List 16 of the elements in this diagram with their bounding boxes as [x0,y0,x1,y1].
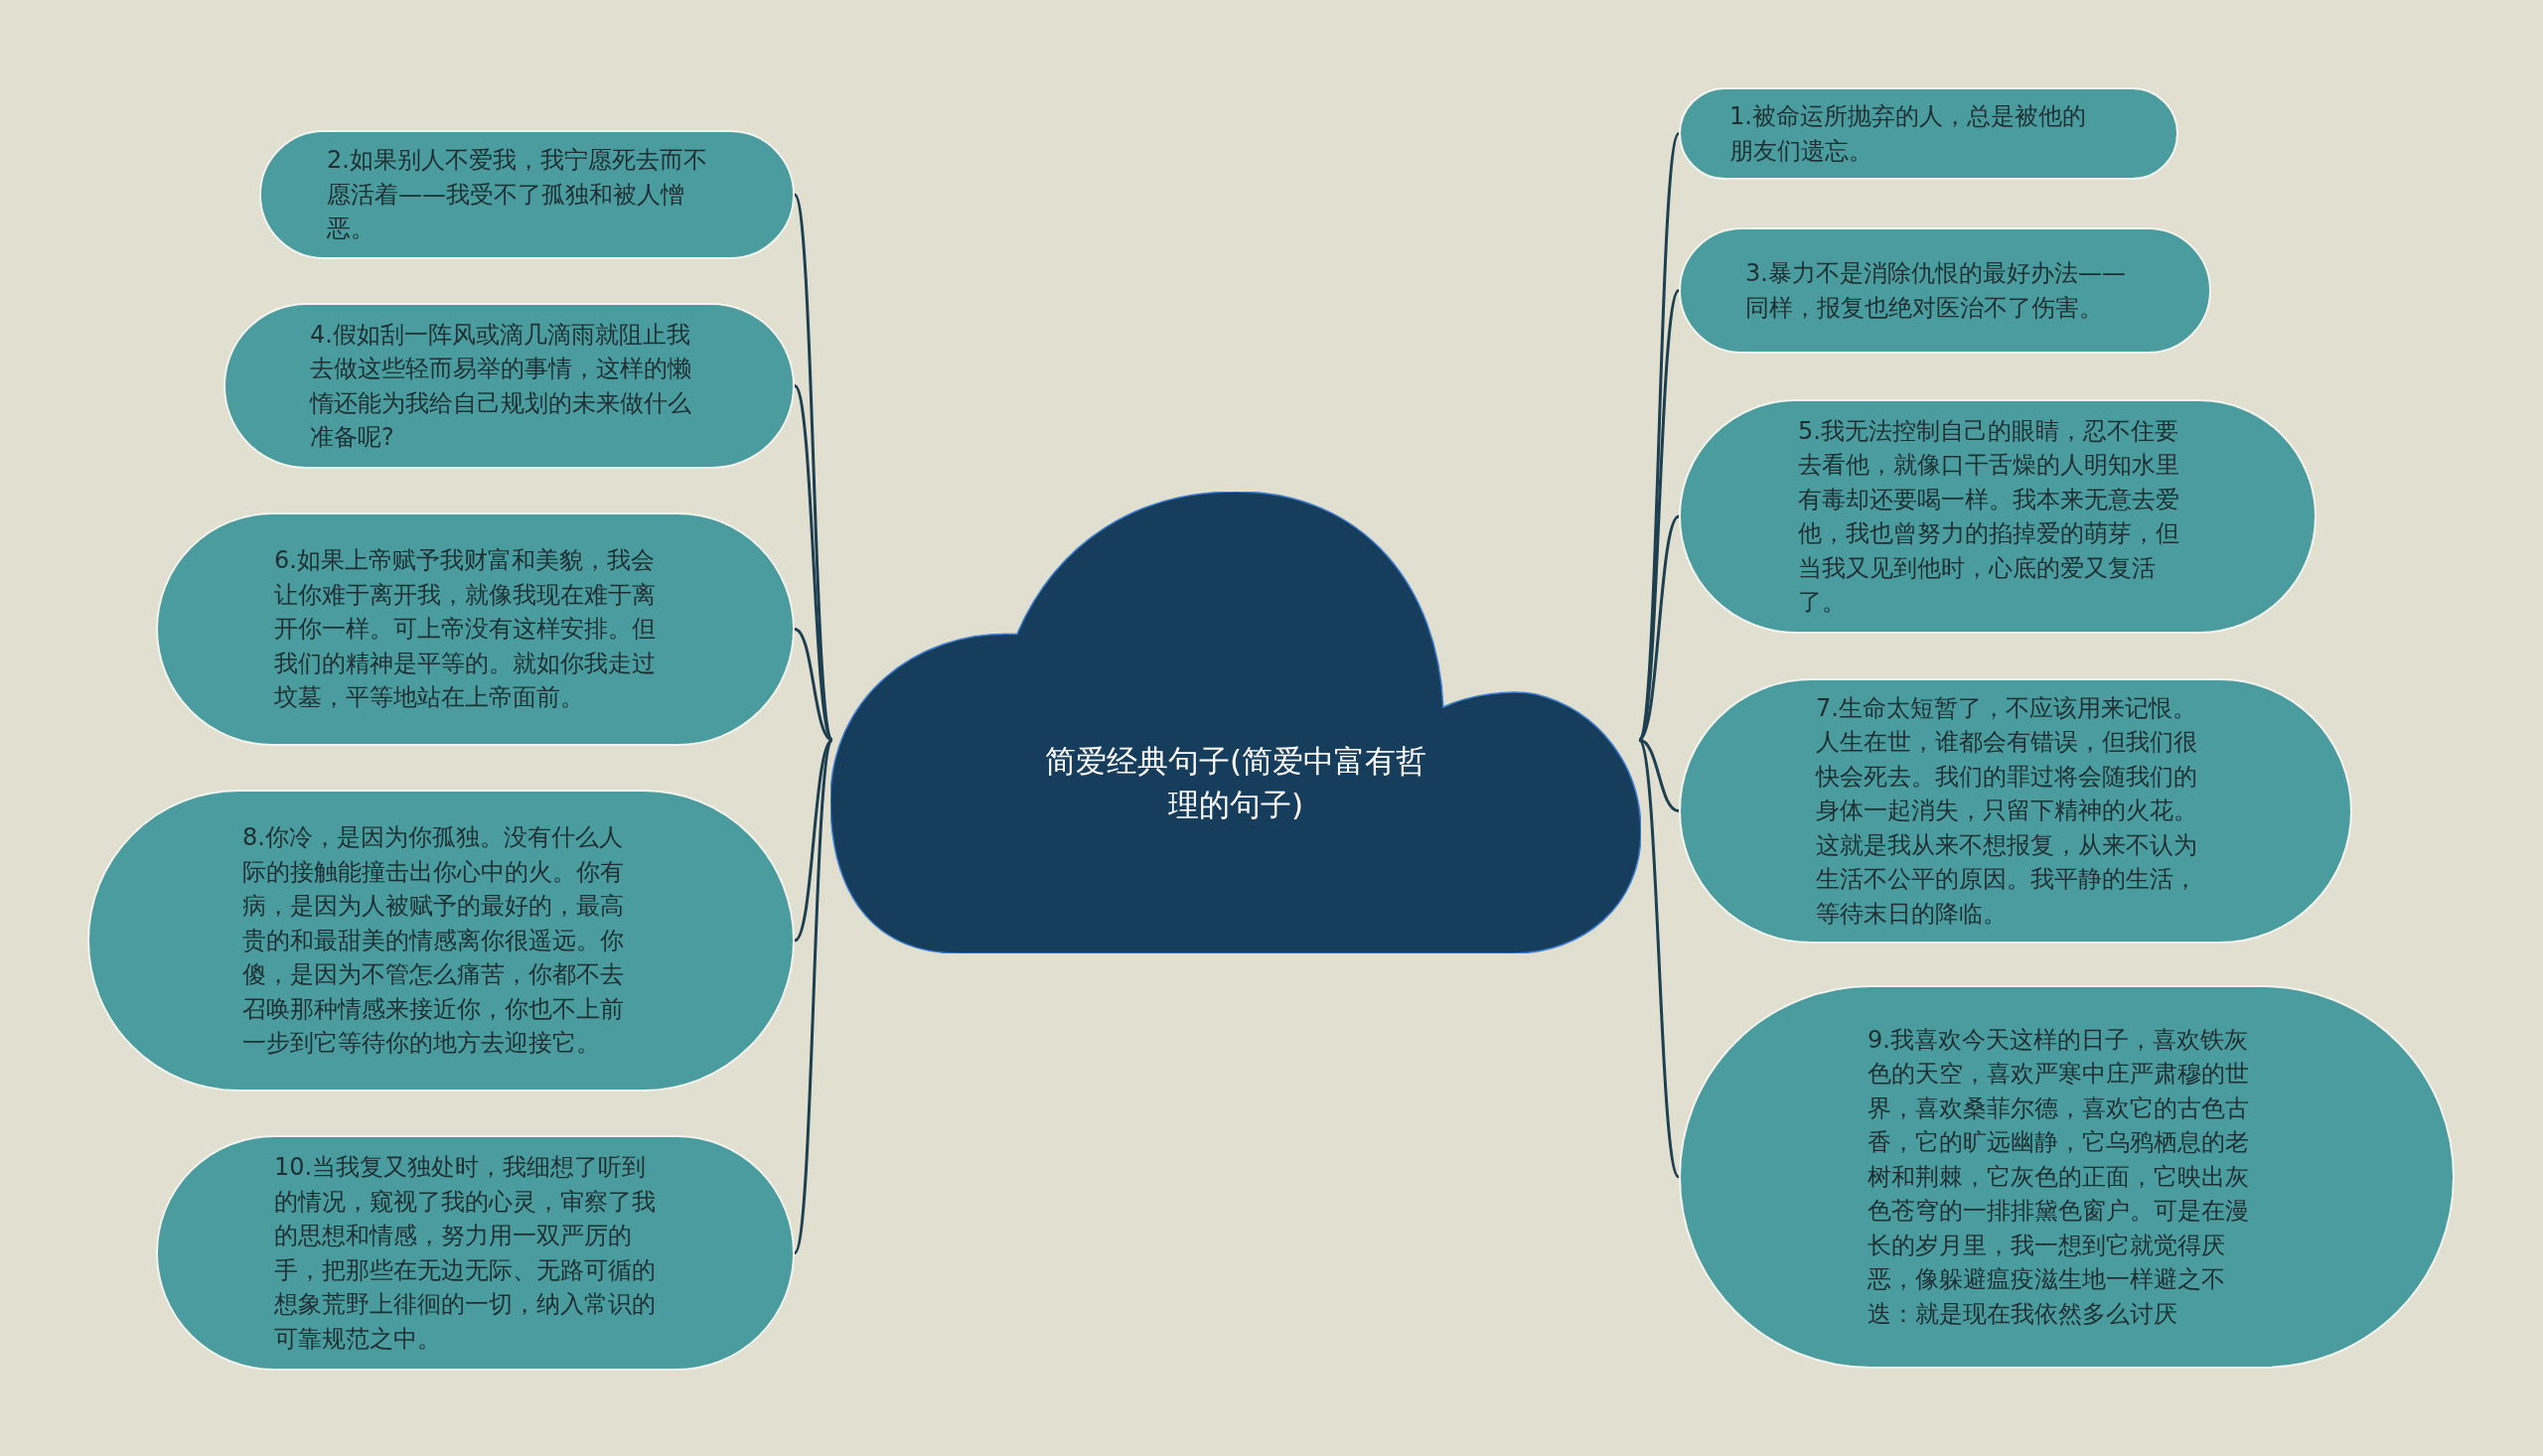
quote-text: 7.生命太短暂了，不应该用来记恨。人生在世，谁都会有错误，但我们很快会死去。我们的罪过将会随我们的身体一起消失，只留下精神的火花。这就是我从来不想报复，从来不认为生活不公平的原因。我平静的生活，等待末日的降临。 [1816,692,2198,930]
connector-line [1638,738,1680,812]
quote-text: 4.假如刮一阵风或滴几滴雨就阻止我去做这些轻而易举的事情，这样的懒惰还能为我给自己规划的未来做什么准备呢? [310,319,692,453]
connector-line [1637,739,1681,1178]
connector-line [794,738,833,943]
quote-text: 10.当我复又独处时，我细想了听到的情况，窥视了我的心灵，审察了我的思想和情感，努力用一双严厉的手，把那些在无边无际、无路可循的想象荒野上徘徊的一切，纳入常识的可靠规范之中。 [274,1152,657,1355]
quote-text: 8.你冷，是因为你孤独。没有什么人际的接触能撞击出你心中的火。你有病，是因为人被赋予的最好的，最高贵的和最甜美的情感离你很遥远。你傻，是因为不管怎么痛苦，你都不去召唤那种情感来接近你，你也不上前一步到它等待你的地方去迎接它。 [242,822,625,1060]
quote-text: 3.暴力不是消除仇恨的最好办法——同样，报复也绝对医治不了伤害。 [1745,258,2127,324]
connector-line [793,384,834,741]
quote-text: 2.如果别人不爱我，我宁愿死去而不愿活着——我受不了孤独和被人憎恶。 [327,145,708,245]
quote-text: 5.我无法控制自己的眼睛，忍不住要去看他，就像口干舌燥的人明知水里有毒却还要喝一样。我本来无意去爱他，我也曾努力的掐掉爱的萌芽，但当我又见到他时，心底的爱又复活了。 [1798,415,2180,618]
connector-line [793,739,834,1254]
quote-text: 1.被命运所抛弃的人，总是被他的朋友们遗忘。 [1729,101,2087,167]
topic-text: 简爱经典句子(简爱中富有哲理的句子) [1043,741,1428,824]
quote-text: 6.如果上帝赋予我财富和美貌，我会让你难于离开我，就像我现在难于离开你一样。可上帝没有这样安排。但我们的精神是平等的。就如你我走过坟墓，平等地站在上帝面前。 [274,545,657,714]
quote-text: 9.我喜欢今天这样的日子，喜欢铁灰色的天空，喜欢严寒中庄严肃穆的世界，喜欢桑菲尔德，喜欢它的古色古香，它的旷远幽静，它乌鸦栖息的老树和荆棘，它灰色的正面，它映出灰色苍穹的一排排黛色窗户。可是在漫长的岁月里，我一想到它就觉得厌恶，像躲避瘟疫滋生地一样避之不迭：就是现在我依然多么讨厌 [1868,1024,2250,1330]
